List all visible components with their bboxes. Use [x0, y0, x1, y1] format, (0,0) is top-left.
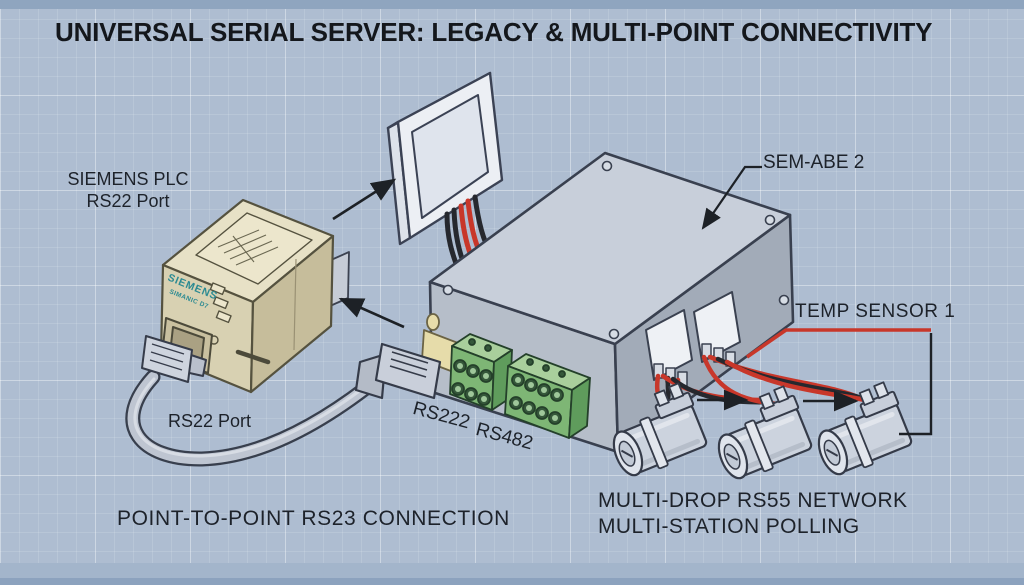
sensor-terminal [668, 382, 685, 401]
monitor-display [386, 71, 504, 246]
multi-drop-caption-line2: MULTI-STATION POLLING [598, 515, 860, 538]
terminal-screws [451, 338, 493, 406]
plc-side-slot [235, 349, 271, 365]
page-title: UNIVERSAL SERIAL SERVER: LEGACY & MULTI-… [55, 17, 933, 47]
sem-abe-leader-line [701, 165, 762, 230]
temp-sensor-2 [717, 385, 813, 480]
plc-cable-plug [141, 335, 207, 383]
port-thumbscrew [426, 313, 440, 331]
temp-sensor-bracket [899, 333, 933, 436]
arrow-server-to-plc [338, 297, 405, 329]
point-to-point-caption: POINT-TO-POINT RS23 CONNECTION [117, 507, 510, 530]
monitor-screen [411, 94, 489, 219]
serial-cable [125, 369, 374, 467]
bottom-edge-strip [0, 563, 1024, 585]
sensor-terminal [873, 381, 890, 400]
multi-drop-caption-line1: MULTI-DROP RS55 NETWORK [598, 489, 908, 512]
plc-right-face [249, 234, 335, 394]
plc-callout: SIEMENS PLC RS22 Port [48, 168, 208, 212]
rs482-terminal-block [504, 353, 591, 439]
sensor-connector-1 [645, 309, 693, 381]
sensor-output-connectors [645, 291, 741, 387]
sensor-terminal [773, 385, 790, 404]
temp-sensor-3 [817, 381, 913, 476]
terminal-side [568, 377, 591, 439]
temp-sensor-callout: TEMP SENSOR 1 [795, 301, 956, 322]
temp-sensor-leader-red [745, 328, 931, 359]
server-screws [442, 160, 790, 340]
plc-rating-label-panel [195, 212, 313, 285]
multi-drop-caption: MULTI-DROP RS55 NETWORK MULTI-STATION PO… [598, 488, 907, 540]
sensor-terminal [653, 389, 670, 407]
arrow-plc-to-monitor [332, 178, 397, 221]
sensor-terminal [858, 388, 875, 406]
bottom-edge-inner-strip [0, 578, 1024, 585]
flow-arrows [332, 178, 859, 412]
server-callout: SEM-ABE 2 [763, 152, 865, 173]
top-edge-strip [0, 0, 1024, 9]
terminal-screws [509, 358, 566, 425]
connector-pins [653, 343, 736, 387]
plc-callout-line2: RS22 Port [86, 191, 170, 211]
cable-port-callout: RS22 Port [168, 411, 252, 431]
plc-callout-line1: SIEMENS PLC [67, 169, 189, 189]
server-cable-plug [354, 342, 442, 400]
plc-side-seam [293, 258, 297, 351]
server-top-face [428, 151, 792, 346]
sensor-terminal [758, 392, 775, 410]
temp-sensor-1 [612, 382, 708, 477]
plc-indicator-slots [209, 282, 232, 324]
